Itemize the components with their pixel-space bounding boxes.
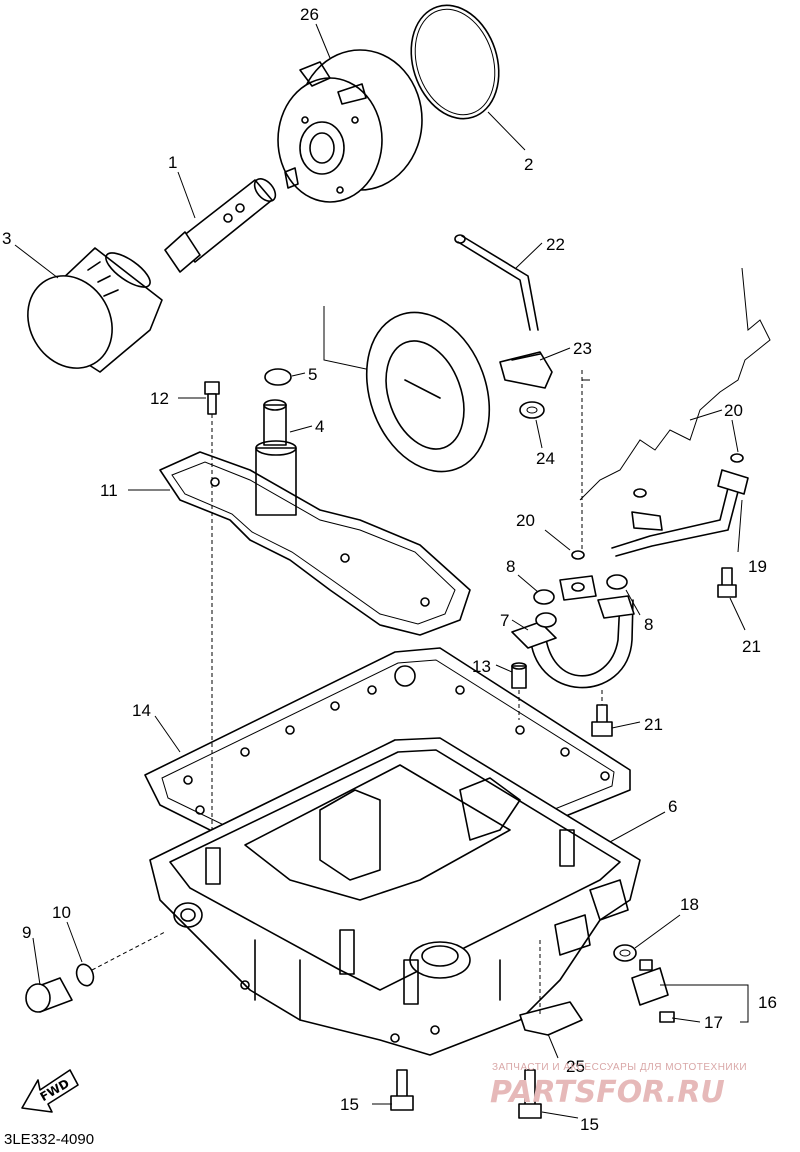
callout-7: 7 <box>500 611 509 630</box>
leader-lines <box>14 23 749 1119</box>
callout-19: 19 <box>748 557 767 576</box>
callout-9: 9 <box>22 923 31 942</box>
callout-23: 23 <box>573 339 592 358</box>
callout-21-lower: 21 <box>644 715 663 734</box>
callout-4: 4 <box>315 417 324 436</box>
watermark-tagline: ЗАПЧАСТИ И АКСЕССУАРЫ ДЛЯ МОТОТЕХНИКИ <box>492 1062 747 1073</box>
callout-3: 3 <box>2 229 11 248</box>
oil-pipe-stub-part <box>255 399 297 516</box>
callout-15-right: 15 <box>580 1115 599 1134</box>
clip-part <box>519 401 545 419</box>
callout-8-right: 8 <box>644 615 653 634</box>
callout-16: 16 <box>758 993 777 1012</box>
oil-filter-part <box>27 247 163 373</box>
callout-1: 1 <box>168 153 177 172</box>
callout-12: 12 <box>150 389 169 408</box>
callout-11: 11 <box>100 481 118 500</box>
oil-pan-part <box>149 737 641 1056</box>
callout-18: 18 <box>680 895 699 914</box>
damper-part <box>499 351 553 389</box>
oil-level-switch-part <box>613 944 675 1023</box>
o-ring-small-part <box>264 368 292 386</box>
strainer-gasket-part <box>159 451 471 636</box>
callout-5: 5 <box>308 365 317 384</box>
callout-21-upper: 21 <box>742 637 761 656</box>
bracket-part <box>519 940 583 1036</box>
callout-10: 10 <box>52 903 71 922</box>
callout-17: 17 <box>704 1013 723 1032</box>
callout-24: 24 <box>536 449 555 468</box>
oil-pipe-short-part <box>454 234 539 331</box>
union-bolt-part <box>164 177 277 273</box>
callout-numbers: 26 2 1 3 22 23 5 12 4 20 24 11 20 19 8 8… <box>2 5 777 1134</box>
callout-20-top: 20 <box>724 401 743 420</box>
callout-22: 22 <box>546 235 565 254</box>
bolt-12-part <box>204 381 220 850</box>
oil-pipe-assembly <box>511 370 749 737</box>
callout-2: 2 <box>524 155 533 174</box>
drain-bolt-part <box>25 931 166 1013</box>
callout-13: 13 <box>472 657 491 676</box>
callout-20-mid: 20 <box>516 511 535 530</box>
callout-6: 6 <box>668 797 677 816</box>
o-ring-large-part <box>410 4 500 120</box>
diagram-code: 3LE332-4090 <box>4 1131 94 1148</box>
forward-direction-arrow-icon: FWD <box>21 1069 79 1113</box>
watermark-logo: PARTSFOR.RU <box>490 1075 725 1110</box>
engine-outline-reference <box>323 267 771 501</box>
callout-15-left: 15 <box>340 1095 359 1114</box>
dowel-pin-part <box>511 662 527 720</box>
oil-pan-bolts-15 <box>390 1069 542 1119</box>
callout-8-left: 8 <box>506 557 515 576</box>
callout-25: 25 <box>566 1057 585 1076</box>
watermark: ЗАПЧАСТИ И АКСЕССУАРЫ ДЛЯ МОТОТЕХНИКИ PA… <box>490 1062 747 1110</box>
oil-cooler-part <box>277 49 423 203</box>
callout-14: 14 <box>132 701 151 720</box>
callout-26: 26 <box>300 5 319 24</box>
